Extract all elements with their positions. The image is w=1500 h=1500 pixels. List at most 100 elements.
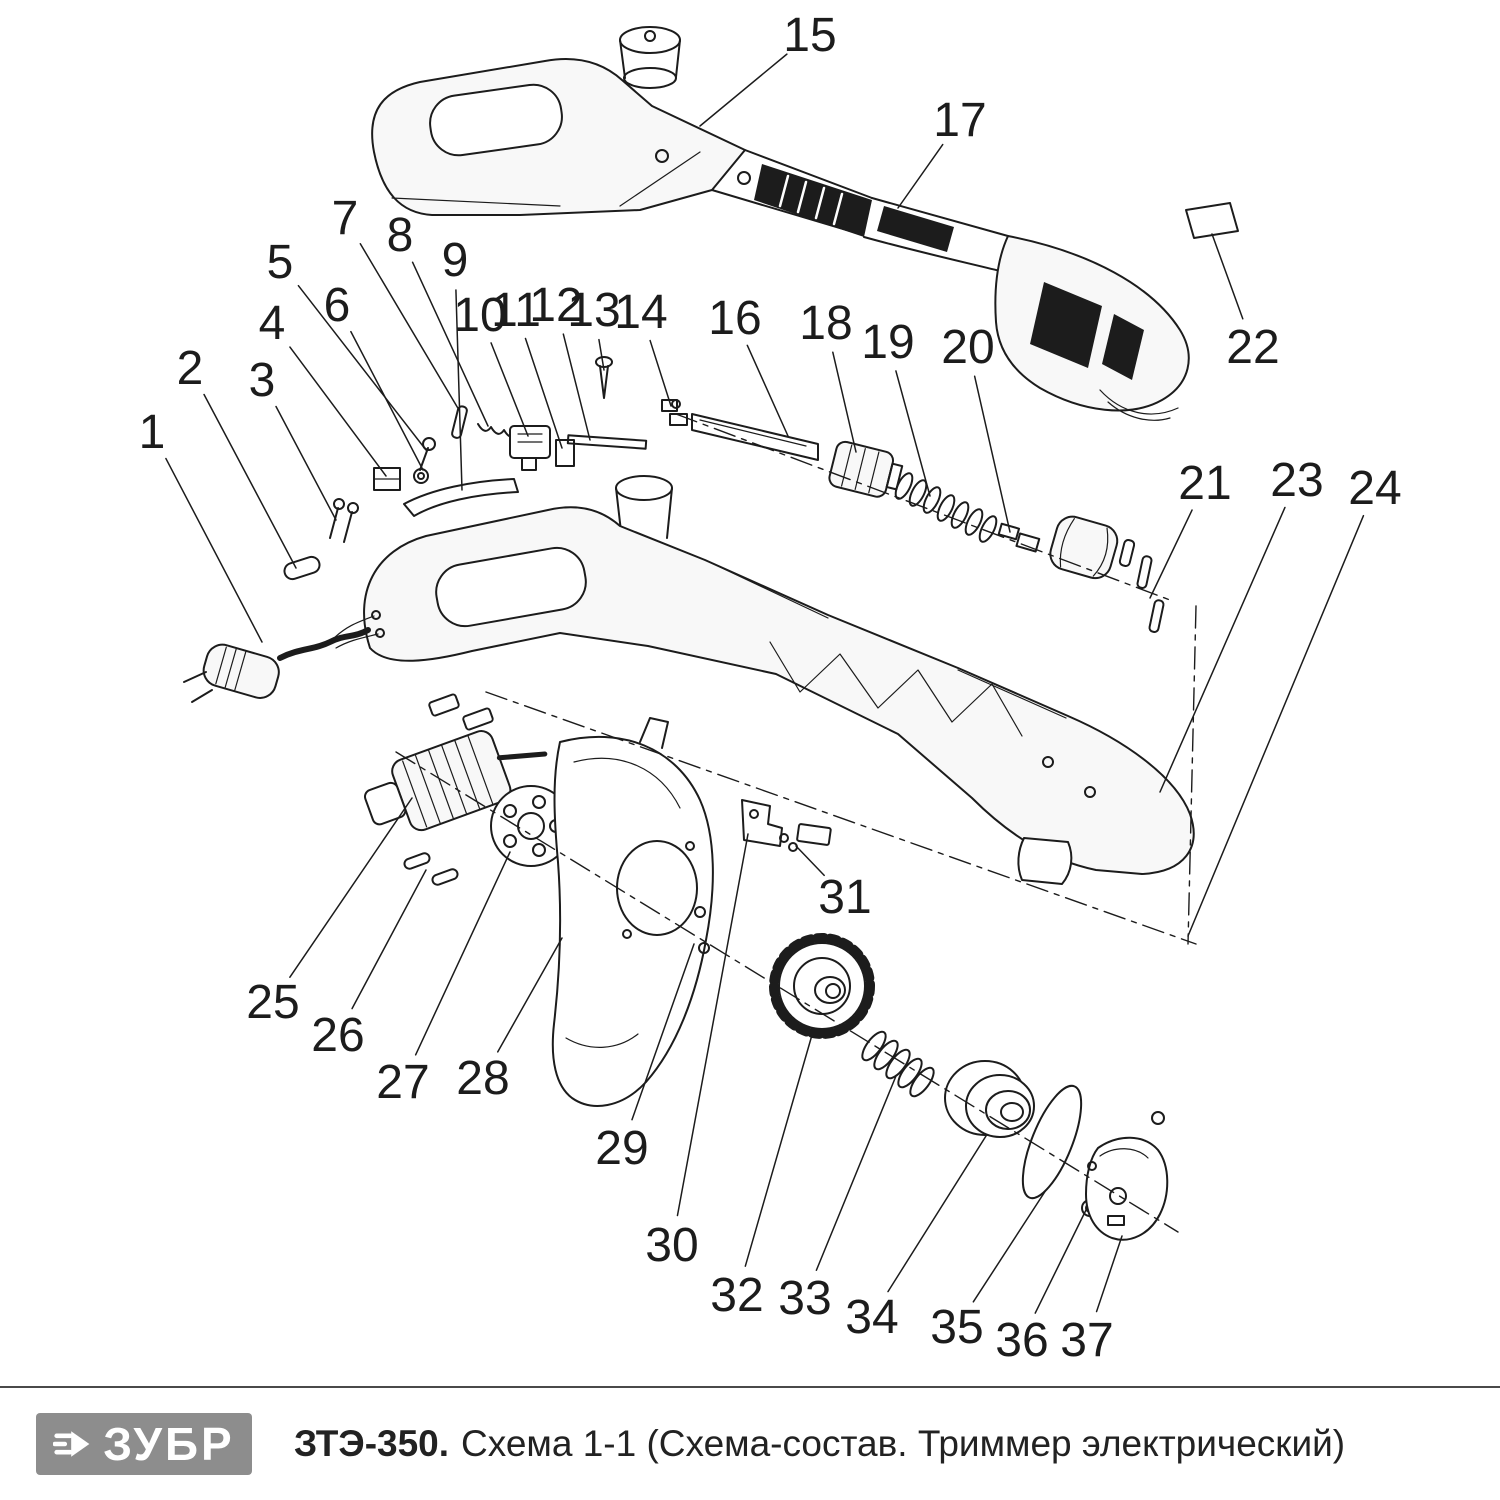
- callout-leader-25: [289, 797, 413, 978]
- drive-gear: [769, 933, 875, 1039]
- callout-leader-1: [165, 457, 263, 643]
- callout-leader-24: [1187, 514, 1365, 937]
- part-number-3: 3: [249, 354, 276, 407]
- part-number-28: 28: [456, 1052, 509, 1105]
- part-number-30: 30: [645, 1219, 698, 1272]
- part-number-21: 21: [1178, 457, 1231, 510]
- part-number-20: 20: [941, 321, 994, 374]
- construction-lines: [395, 413, 1197, 1233]
- callout-leader-37: [1095, 1235, 1123, 1313]
- callout-leader-35: [972, 1189, 1047, 1303]
- callout-leader-29: [631, 943, 695, 1121]
- part-number-37: 37: [1060, 1314, 1113, 1367]
- callout-leader-32: [744, 1027, 815, 1267]
- brand-logo: ЗУБР: [36, 1413, 252, 1475]
- footer-title-block: ЗУБР ЗТЭ-350. Схема 1-1 (Схема-состав. Тр…: [0, 1386, 1500, 1500]
- part-number-27: 27: [376, 1056, 429, 1109]
- callout-leader-23: [1159, 506, 1286, 793]
- callout-leader-26: [351, 869, 427, 1010]
- part-number-33: 33: [778, 1272, 831, 1325]
- upper-handle-assembly: [371, 26, 1239, 421]
- callout-leader-5: [297, 284, 427, 451]
- part-number-17: 17: [933, 94, 986, 147]
- callout-leader-18: [832, 351, 857, 453]
- label-patch-22: [1185, 202, 1239, 239]
- motor-armature: [364, 693, 548, 886]
- part-number-15: 15: [783, 9, 836, 62]
- spool-housing-cap: [1085, 1111, 1169, 1241]
- callout-leader-30: [676, 833, 749, 1217]
- line-loop: [1021, 1084, 1083, 1200]
- spool-spring: [861, 1030, 935, 1098]
- part-number-16: 16: [708, 292, 761, 345]
- callout-leader-6: [350, 330, 424, 471]
- part-number-24: 24: [1348, 462, 1401, 515]
- part-number-4: 4: [259, 297, 286, 350]
- brand-name: ЗУБР: [103, 1418, 235, 1470]
- callout-leader-2: [203, 393, 297, 569]
- part-number-10: 10: [453, 289, 506, 342]
- part-number-2: 2: [177, 342, 204, 395]
- hardware-parts: [283, 356, 1165, 633]
- part-number-19: 19: [861, 316, 914, 369]
- brand-arrow-icon: [53, 1431, 90, 1457]
- part-number-29: 29: [595, 1122, 648, 1175]
- callout-leader-11: [524, 337, 563, 449]
- lever-9: [403, 478, 519, 517]
- part-number-26: 26: [311, 1009, 364, 1062]
- part-number-6: 6: [324, 279, 351, 332]
- callout-leader-12: [562, 333, 591, 441]
- part-number-11: 11: [491, 284, 541, 337]
- part-number-23: 23: [1270, 454, 1323, 507]
- diagram-caption: ЗТЭ-350. Схема 1-1 (Схема-состав. Триммер…: [294, 1423, 1345, 1465]
- callout-leader-19: [895, 370, 931, 497]
- power-cord-plug: [183, 610, 385, 703]
- part-number-5: 5: [267, 236, 294, 289]
- callout-leader-8: [411, 261, 489, 427]
- part-number-18: 18: [799, 297, 852, 350]
- mount-bracket: [741, 799, 832, 852]
- part-number-25: 25: [246, 976, 299, 1029]
- part-number-9: 9: [442, 234, 469, 287]
- part-number-7: 7: [332, 192, 359, 245]
- callout-leader-33: [815, 1075, 897, 1271]
- guard-shield: [551, 717, 714, 1107]
- bushing-2: [283, 555, 321, 581]
- callout-leader-3: [275, 405, 337, 521]
- callout-leader-9: [455, 289, 463, 491]
- link-rod-16: [691, 413, 819, 461]
- part-number-8: 8: [387, 209, 414, 262]
- part-number-35: 35: [930, 1301, 983, 1354]
- callout-leader-28: [496, 937, 563, 1053]
- callout-leader-10: [490, 342, 529, 437]
- callout-leader-14: [649, 339, 672, 407]
- part-number-36: 36: [995, 1314, 1048, 1367]
- spool-pulley: [944, 1060, 1035, 1138]
- model-number: ЗТЭ-350.: [294, 1423, 450, 1464]
- callout-leader-17: [897, 143, 944, 209]
- part-number-34: 34: [845, 1291, 898, 1344]
- part-number-31: 31: [818, 871, 871, 924]
- lower-housing: [363, 475, 1195, 885]
- callout-leader-13: [598, 338, 605, 371]
- callout-leader-21: [1149, 509, 1193, 599]
- callout-leader-36: [1034, 1209, 1087, 1314]
- part-number-32: 32: [710, 1269, 763, 1322]
- callout-leader-15: [699, 53, 788, 127]
- callout-leader-4: [289, 346, 387, 477]
- spring-19: [894, 472, 998, 543]
- callout-leader-7: [359, 243, 460, 411]
- callout-leader-20: [973, 375, 1011, 533]
- callout-leader-16: [746, 344, 789, 437]
- caption-text: Схема 1-1 (Схема-состав. Триммер электри…: [461, 1423, 1346, 1464]
- part-number-12: 12: [529, 279, 582, 332]
- part-number-14: 14: [614, 286, 667, 339]
- callout-leader-27: [414, 851, 511, 1056]
- callout-leader-22: [1211, 233, 1244, 320]
- end-cap-21: [1049, 515, 1119, 580]
- part-number-22: 22: [1226, 321, 1279, 374]
- coupler-18: [828, 440, 904, 498]
